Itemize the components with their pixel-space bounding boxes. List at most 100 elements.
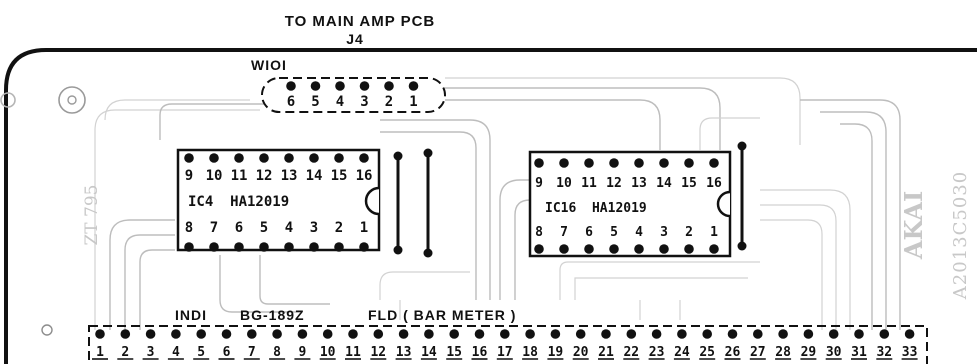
w101-pin-pad	[310, 81, 321, 91]
edge-pin-pad	[550, 329, 561, 339]
edge-pin-pad	[424, 329, 434, 339]
ic16-bottom-pin-pad	[559, 244, 569, 254]
w101-pin-number: 3	[360, 94, 368, 110]
ic4-bottom-pin-number: 4	[285, 220, 293, 236]
w101-connector-outline	[261, 77, 446, 113]
ic16-bottom-pin-pad	[634, 244, 644, 254]
ic4-top-pin-number: 10	[206, 168, 223, 184]
ic16-top-pin-pad	[659, 158, 669, 168]
edge-pin-pad	[525, 329, 535, 339]
edge-pin-number: 16	[472, 345, 488, 360]
ic4-top-pin-number: 14	[306, 168, 323, 184]
edge-pin-pad	[120, 329, 131, 339]
ic4-top-pin-number: 12	[256, 168, 273, 184]
ic4-top-pin-pad	[334, 153, 344, 163]
ic4-bottom-pin-number: 2	[335, 220, 343, 236]
w101-pin-pad	[359, 81, 370, 91]
edge-pin-number: 11	[345, 345, 361, 360]
ic4-jumper-wires	[393, 148, 433, 258]
edge-pin-number: 9	[298, 345, 306, 360]
ic16-bottom-pin-number: 1	[710, 225, 718, 240]
edge-pin-number: 28	[775, 345, 791, 360]
ic16-top-pin-pad	[559, 158, 569, 168]
w101-label: WIOI	[251, 57, 287, 73]
ic4-top-pin-pad	[284, 153, 294, 163]
main-amp-title: TO MAIN AMP PCB	[285, 13, 436, 30]
ic4-notch	[364, 186, 380, 216]
ic16-bottom-pin-number: 3	[660, 225, 668, 240]
edge-pin-pad	[171, 329, 181, 339]
edge-pin-pad	[651, 329, 662, 339]
j4-label: J4	[346, 31, 364, 47]
edge-pin-number: 3	[147, 345, 155, 360]
ic16-bottom-pin-pad	[684, 244, 694, 254]
ic16-top-pin-number: 9	[535, 176, 543, 191]
edge-pin-pad	[221, 329, 232, 339]
ic4-top-pin-pad	[184, 153, 194, 163]
ic16-top-pin-number: 12	[606, 176, 622, 191]
ic16-notch	[716, 190, 731, 218]
edge-pin-number: 14	[421, 345, 437, 360]
ic16-bottom-pin-number: 2	[685, 225, 693, 240]
ic4-top-pin-number: 11	[231, 168, 248, 184]
ic4-top-pin-number: 15	[331, 168, 348, 184]
ic16-top-pin-number: 11	[581, 176, 597, 191]
edge-pin-number: 19	[548, 345, 564, 360]
edge-pin-pad	[398, 329, 409, 339]
edge-pin-pad	[272, 329, 282, 339]
edge-pin-number: 18	[522, 345, 538, 360]
edge-pin-number: 8	[273, 345, 281, 360]
ic16-top-pin-number: 14	[656, 176, 672, 191]
indi-label: INDI	[175, 307, 207, 323]
edge-pin-pad	[879, 329, 890, 339]
edge-pin-number: 17	[497, 345, 513, 360]
ic16-top-pin-number: 13	[631, 176, 647, 191]
edge-pin-number: 24	[674, 345, 690, 360]
edge-pin-pad	[702, 329, 712, 339]
edge-pin-pad	[373, 329, 384, 339]
edge-pin-pad	[803, 329, 814, 339]
ic16-bottom-pin-number: 7	[560, 225, 568, 240]
edge-pin-pad	[854, 329, 864, 339]
edge-pin-pad	[322, 329, 333, 339]
ic4-top-pin-number: 13	[281, 168, 298, 184]
edge-pin-number: 25	[699, 345, 715, 360]
ic16-top-pin-pad	[684, 158, 694, 168]
edge-pin-pad	[575, 329, 586, 339]
ic4-label: IC4 HA12019	[188, 194, 289, 210]
edge-pin-number: 23	[649, 345, 665, 360]
ic16-bottom-pin-number: 6	[585, 225, 593, 240]
w101-pin-pad	[384, 81, 394, 91]
ic4-top-pin-number: 9	[185, 168, 193, 184]
ic4-bottom-pin-pad	[359, 242, 369, 252]
ic4-top-pin-pad	[209, 153, 219, 163]
ic4-bottom-pin-number: 5	[260, 220, 268, 236]
edge-pin-number: 12	[370, 345, 386, 360]
ic4-top-pin-pad	[359, 153, 369, 163]
ic16-top-pin-number: 10	[556, 176, 572, 191]
ic16-bottom-pin-pad	[584, 244, 594, 254]
ic16-bottom-pin-number: 8	[535, 225, 543, 240]
ic16-bottom-pin-pad	[709, 244, 719, 254]
small-hole-icon	[41, 324, 53, 336]
edge-pin-number: 7	[248, 345, 256, 360]
ic4-top-pin-number: 16	[356, 168, 373, 184]
ic16-bottom-pin-number: 5	[610, 225, 618, 240]
ic16-top-pin-pad	[584, 158, 594, 168]
ic4-bottom-pin-number: 3	[310, 220, 318, 236]
board-outline	[4, 48, 977, 364]
edge-pin-number: 4	[172, 345, 180, 360]
edge-pin-pad	[601, 329, 611, 339]
edge-pin-pad	[753, 329, 763, 339]
ic4-top-pin-pad	[259, 153, 269, 163]
ic16-bottom-pin-pad	[659, 244, 669, 254]
ic4-top-pins: 9 10 11 12 13 14 15 16	[184, 153, 372, 184]
edge-pin-pad	[904, 329, 915, 339]
ic16-top-pin-pad	[609, 158, 619, 168]
edge-pin-pad	[348, 329, 358, 339]
edge-pin-pad	[626, 329, 637, 339]
